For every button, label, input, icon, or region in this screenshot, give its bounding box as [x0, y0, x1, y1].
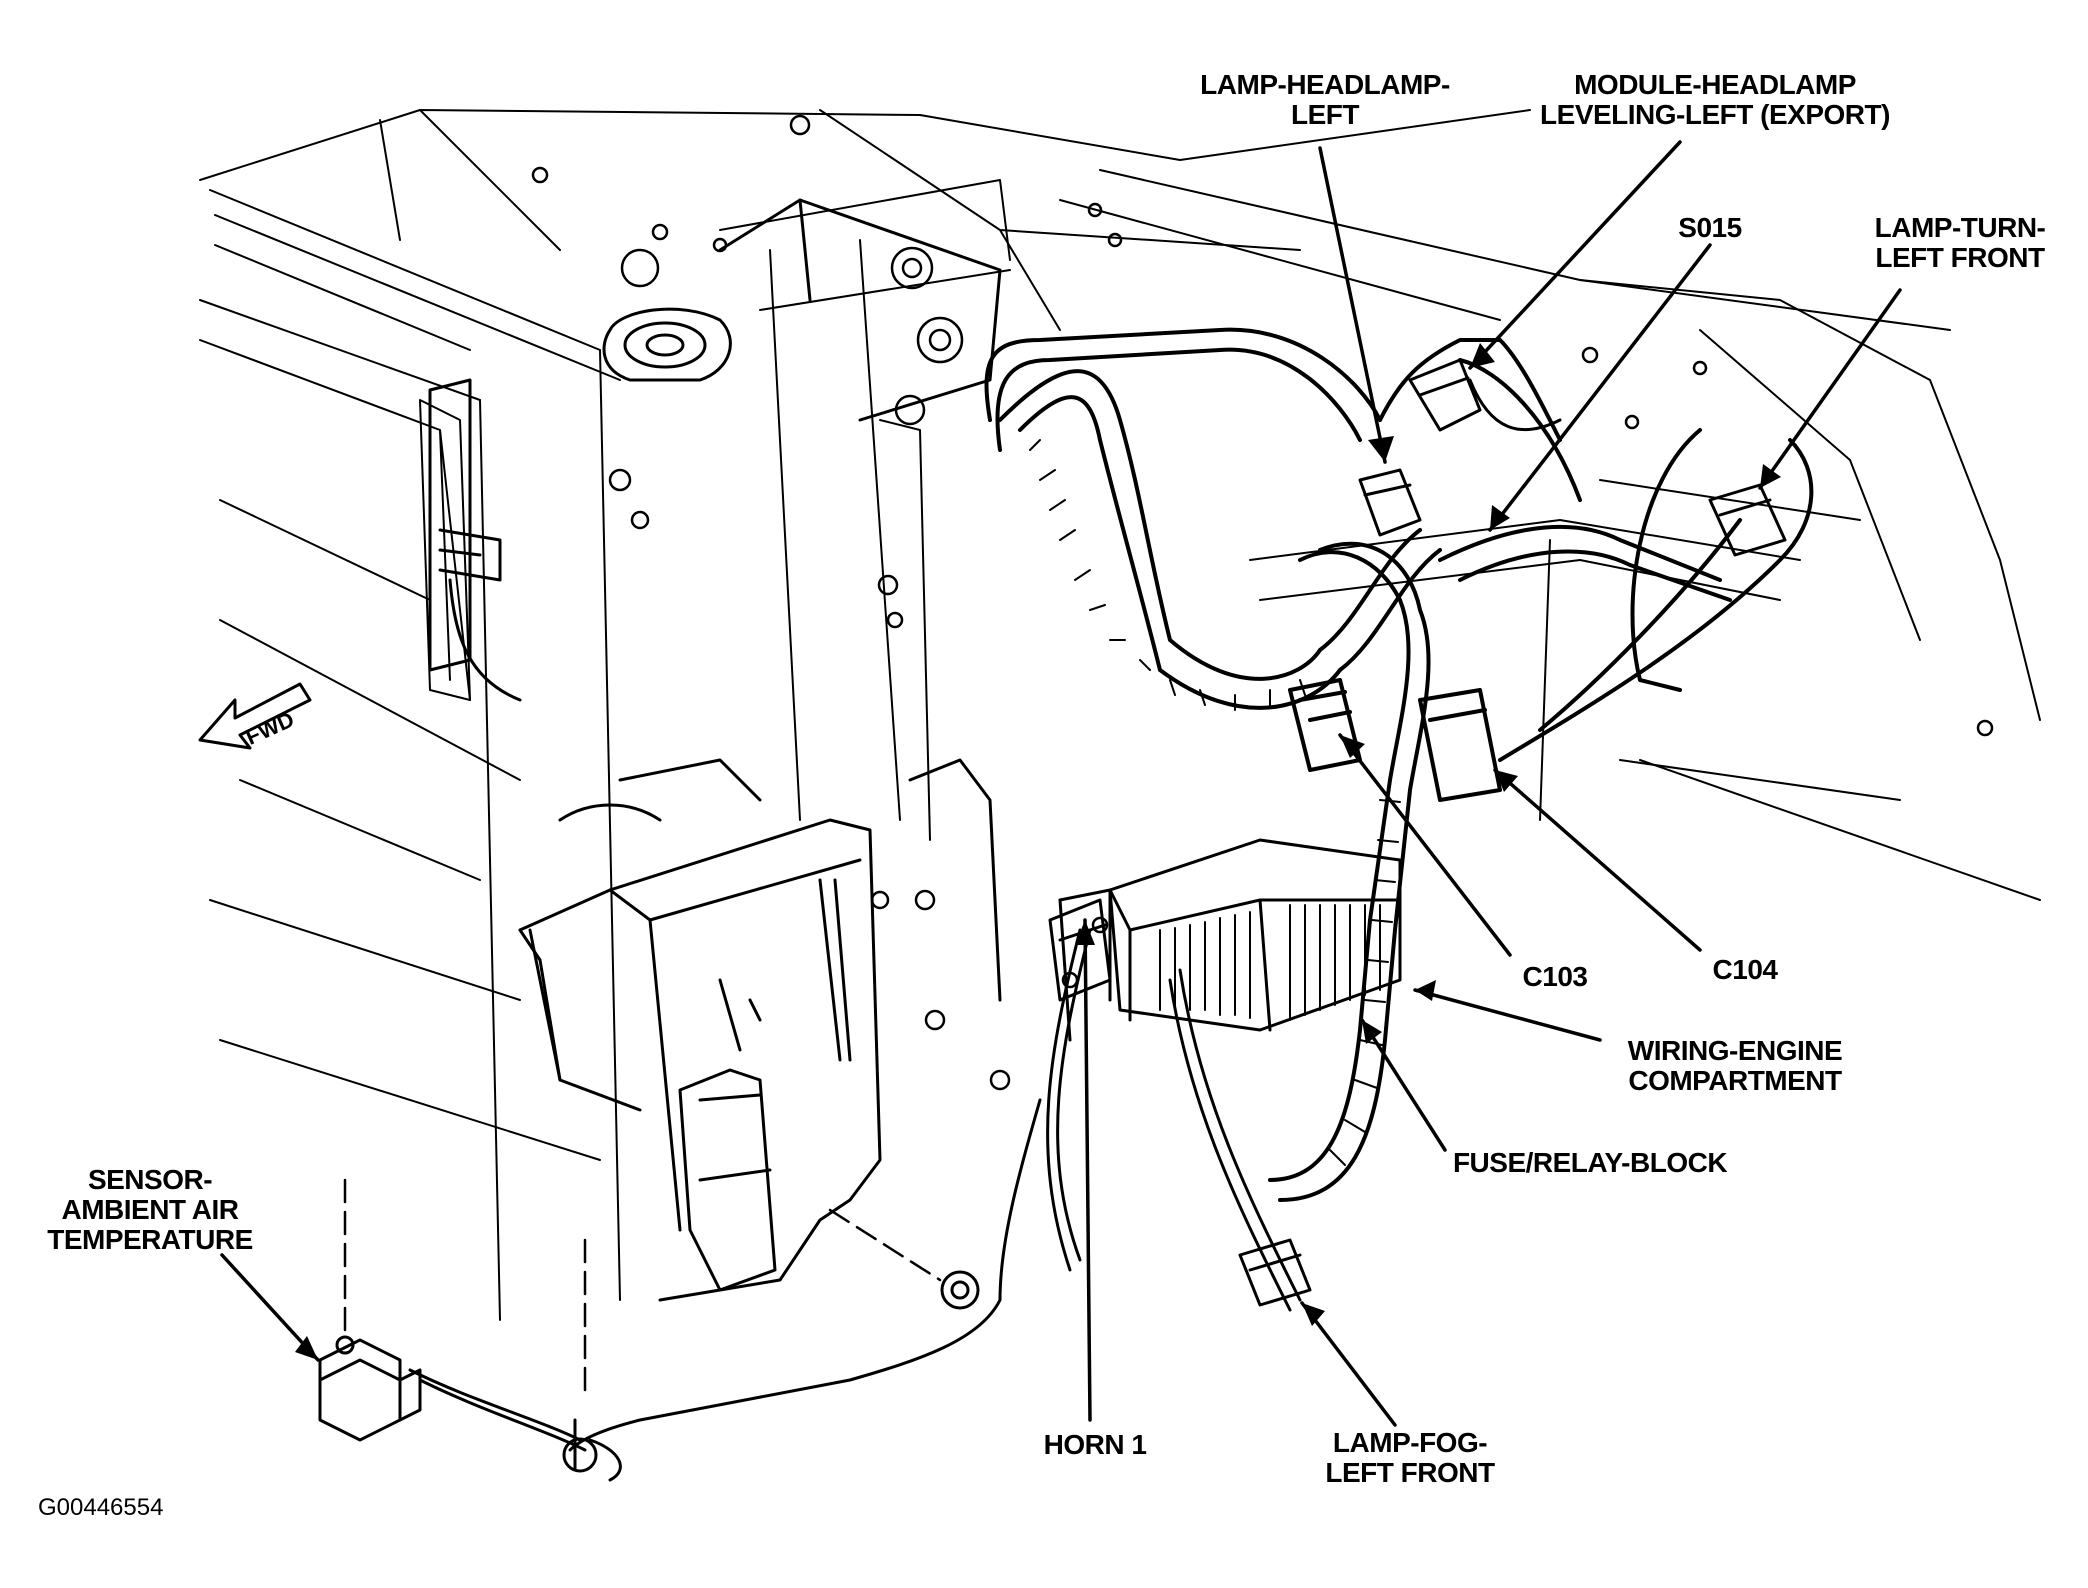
label-line: C103: [1522, 961, 1588, 992]
label-line: WIRING-ENGINE: [1627, 1035, 1843, 1066]
radiator-tank: [428, 378, 522, 702]
label-lamp-fog-left-front: LAMP-FOG- LEFT FRONT: [1290, 1428, 1530, 1488]
label-line: LEFT FRONT: [1325, 1457, 1495, 1488]
arrowheads: [295, 343, 1781, 1360]
label-horn-1: HORN 1: [1015, 1430, 1175, 1460]
leader-lines: [220, 140, 1902, 1427]
label-line: C104: [1712, 954, 1778, 985]
bumper-bracket: [518, 758, 1002, 1302]
label-s015: S015: [1640, 213, 1780, 243]
label-fuse-relay-block: FUSE/RELAY-BLOCK: [1420, 1148, 1760, 1178]
label-wiring-engine-compartment: WIRING-ENGINE COMPARTMENT: [1585, 1036, 1885, 1096]
label-line: FUSE/RELAY-BLOCK: [1452, 1147, 1728, 1178]
strut-tower: [602, 198, 1002, 422]
label-line: MODULE-HEADLAMP: [1574, 69, 1856, 100]
label-lamp-turn-left-front: LAMP-TURN- LEFT FRONT: [1840, 213, 2080, 273]
label-line: TEMPERATURE: [47, 1224, 253, 1255]
label-line: LEFT FRONT: [1875, 242, 2045, 273]
mounting-guides: [343, 1178, 942, 1402]
label-module-headlamp-leveling: MODULE-HEADLAMP LEVELING-LEFT (EXPORT): [1500, 70, 1930, 130]
connectors: [318, 358, 1787, 1482]
label-c104: C104: [1690, 955, 1800, 985]
label-line: HORN 1: [1043, 1429, 1147, 1460]
label-sensor-ambient-air-temperature: SENSOR- AMBIENT AIR TEMPERATURE: [20, 1165, 280, 1255]
label-c103: C103: [1500, 962, 1610, 992]
fwd-arrow: [198, 682, 312, 750]
label-line: SENSOR-: [87, 1164, 213, 1195]
label-line: AMBIENT AIR: [61, 1194, 239, 1225]
figure-id: G00446554: [38, 1494, 164, 1521]
label-line: COMPARTMENT: [1628, 1065, 1842, 1096]
body-structure: [199, 109, 2041, 1321]
label-line: S015: [1678, 212, 1742, 243]
label-line: LAMP-FOG-: [1332, 1427, 1488, 1458]
label-line: LAMP-TURN-: [1874, 212, 2046, 243]
label-line: LEFT: [1291, 99, 1360, 130]
label-line: LEVELING-LEFT (EXPORT): [1540, 99, 1890, 130]
label-lamp-headlamp-left: LAMP-HEADLAMP- LEFT: [1155, 70, 1495, 130]
fuse-relay-block: [1058, 838, 1402, 1042]
label-line: LAMP-HEADLAMP-: [1200, 69, 1450, 100]
fwd-label: FWD: [242, 707, 298, 750]
